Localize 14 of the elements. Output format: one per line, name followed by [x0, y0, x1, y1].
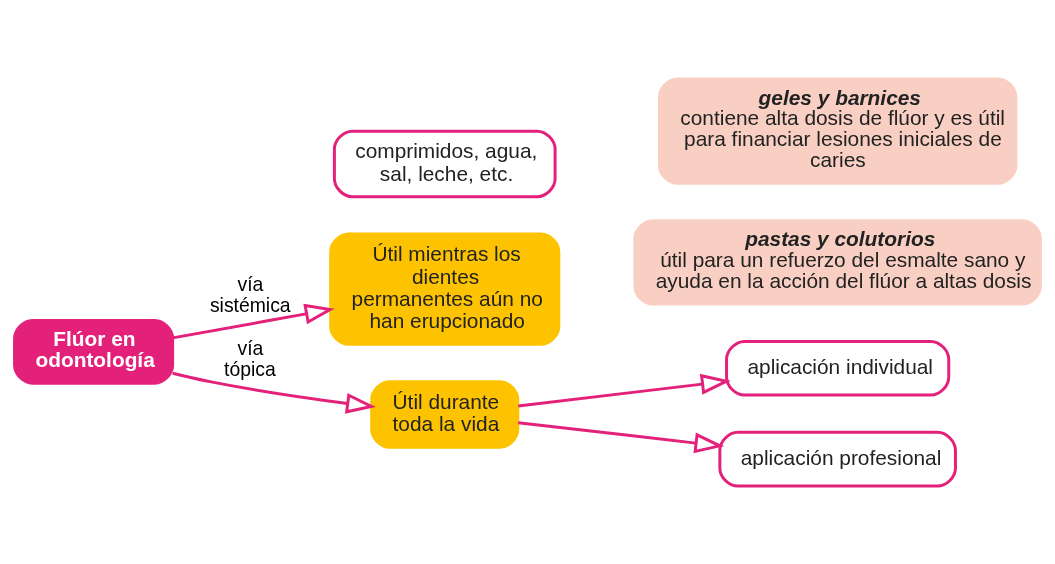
arrow [172, 371, 376, 414]
node-box: geles y barnices contiene alta dosis de flúor y es útil para financiar lesiones iniciales de caries [657, 76, 1018, 185]
edge-label: vía tópica [224, 336, 276, 380]
node-box: aplicación profesional [718, 430, 957, 488]
arrow [518, 420, 725, 453]
node-box: aplicación individual [725, 339, 951, 397]
arrow [172, 303, 335, 339]
node-box: Útil mientras los dientes permanentes aún no han erupcionado [329, 232, 561, 346]
node-box: Útil durante toda la vida [370, 379, 520, 449]
node-box: comprimidos, agua, sal, leche, etc. [332, 129, 557, 198]
node-box: Flúor en odontología [13, 318, 175, 385]
edge-label: vía sistémica [209, 272, 291, 316]
node-box: pastas y colutorios útil para un refuerzo del esmalte sano y ayuda en la acción del flúor a altas dosis [633, 218, 1042, 306]
arrow [518, 373, 731, 407]
